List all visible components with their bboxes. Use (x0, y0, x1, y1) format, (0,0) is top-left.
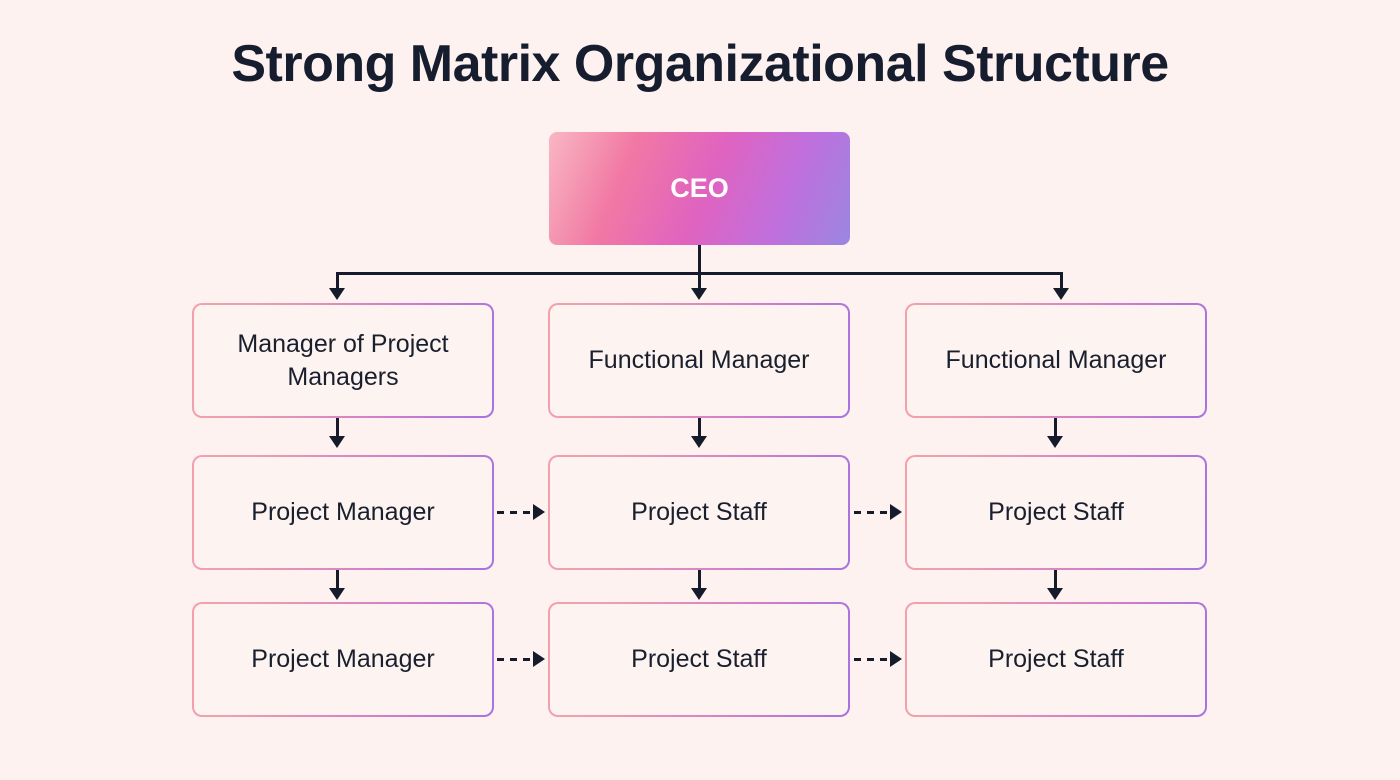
arrowhead-pm1-to-pm2 (329, 588, 345, 600)
node-project-manager-1[interactable]: Project Manager (192, 455, 494, 570)
node-ps1-label: Project Staff (631, 498, 767, 526)
node-functional-manager-1[interactable]: Functional Manager (548, 303, 850, 418)
node-pm1-label: Project Manager (251, 498, 435, 526)
connector-ps3-to-ps4-dashed (854, 658, 892, 661)
connector-ceo-drop-col1 (336, 272, 339, 294)
connector-mpm-to-pm1 (336, 418, 339, 442)
arrowhead-ceo-to-mpm (329, 288, 345, 300)
connector-fm2-to-ps2 (1054, 418, 1057, 442)
arrowhead-fm1-to-ps1 (691, 436, 707, 448)
arrowhead-mpm-to-pm1 (329, 436, 345, 448)
node-project-staff-3[interactable]: Project Staff (548, 602, 850, 717)
node-mpm-label: Manager of Project Managers (237, 329, 449, 391)
node-fm1-label: Functional Manager (588, 346, 810, 374)
arrowhead-ceo-to-fm1 (691, 288, 707, 300)
node-ps2-label: Project Staff (988, 498, 1124, 526)
node-functional-manager-2[interactable]: Functional Manager (905, 303, 1207, 418)
node-ps4-label: Project Staff (988, 645, 1124, 673)
connector-ceo-drop-col2 (698, 272, 701, 294)
arrowhead-fm2-to-ps2 (1047, 436, 1063, 448)
page-title: Strong Matrix Organizational Structure (231, 35, 1169, 93)
arrowhead-ps2-to-ps4 (1047, 588, 1063, 600)
connector-pm1-to-pm2 (336, 570, 339, 594)
connector-ps1-to-ps2-dashed (854, 511, 892, 514)
connector-ps2-to-ps4 (1054, 570, 1057, 594)
node-ceo-label: CEO (670, 172, 729, 203)
connector-ceo-drop-col3 (1060, 272, 1063, 294)
node-fm2-label: Functional Manager (945, 346, 1167, 374)
node-project-manager-2[interactable]: Project Manager (192, 602, 494, 717)
node-project-staff-1[interactable]: Project Staff (548, 455, 850, 570)
arrowhead-ps3-to-ps4 (890, 651, 902, 667)
arrowhead-pm1-to-ps1 (533, 504, 545, 520)
node-ceo[interactable]: CEO (549, 132, 850, 245)
connector-pm1-to-ps1-dashed (497, 511, 535, 514)
arrowhead-ps1-to-ps2 (890, 504, 902, 520)
arrowhead-ps1-to-ps3 (691, 588, 707, 600)
arrowhead-pm2-to-ps3 (533, 651, 545, 667)
connector-pm2-to-ps3-dashed (497, 658, 535, 661)
node-ps3-label: Project Staff (631, 645, 767, 673)
arrowhead-ceo-to-fm2 (1053, 288, 1069, 300)
node-pm2-label: Project Manager (251, 645, 435, 673)
node-project-staff-4[interactable]: Project Staff (905, 602, 1207, 717)
connector-ceo-stem (698, 245, 701, 275)
connector-ps1-to-ps3 (698, 570, 701, 594)
connector-fm1-to-ps1 (698, 418, 701, 442)
node-manager-of-project-managers[interactable]: Manager of Project Managers (192, 303, 494, 418)
node-project-staff-2[interactable]: Project Staff (905, 455, 1207, 570)
